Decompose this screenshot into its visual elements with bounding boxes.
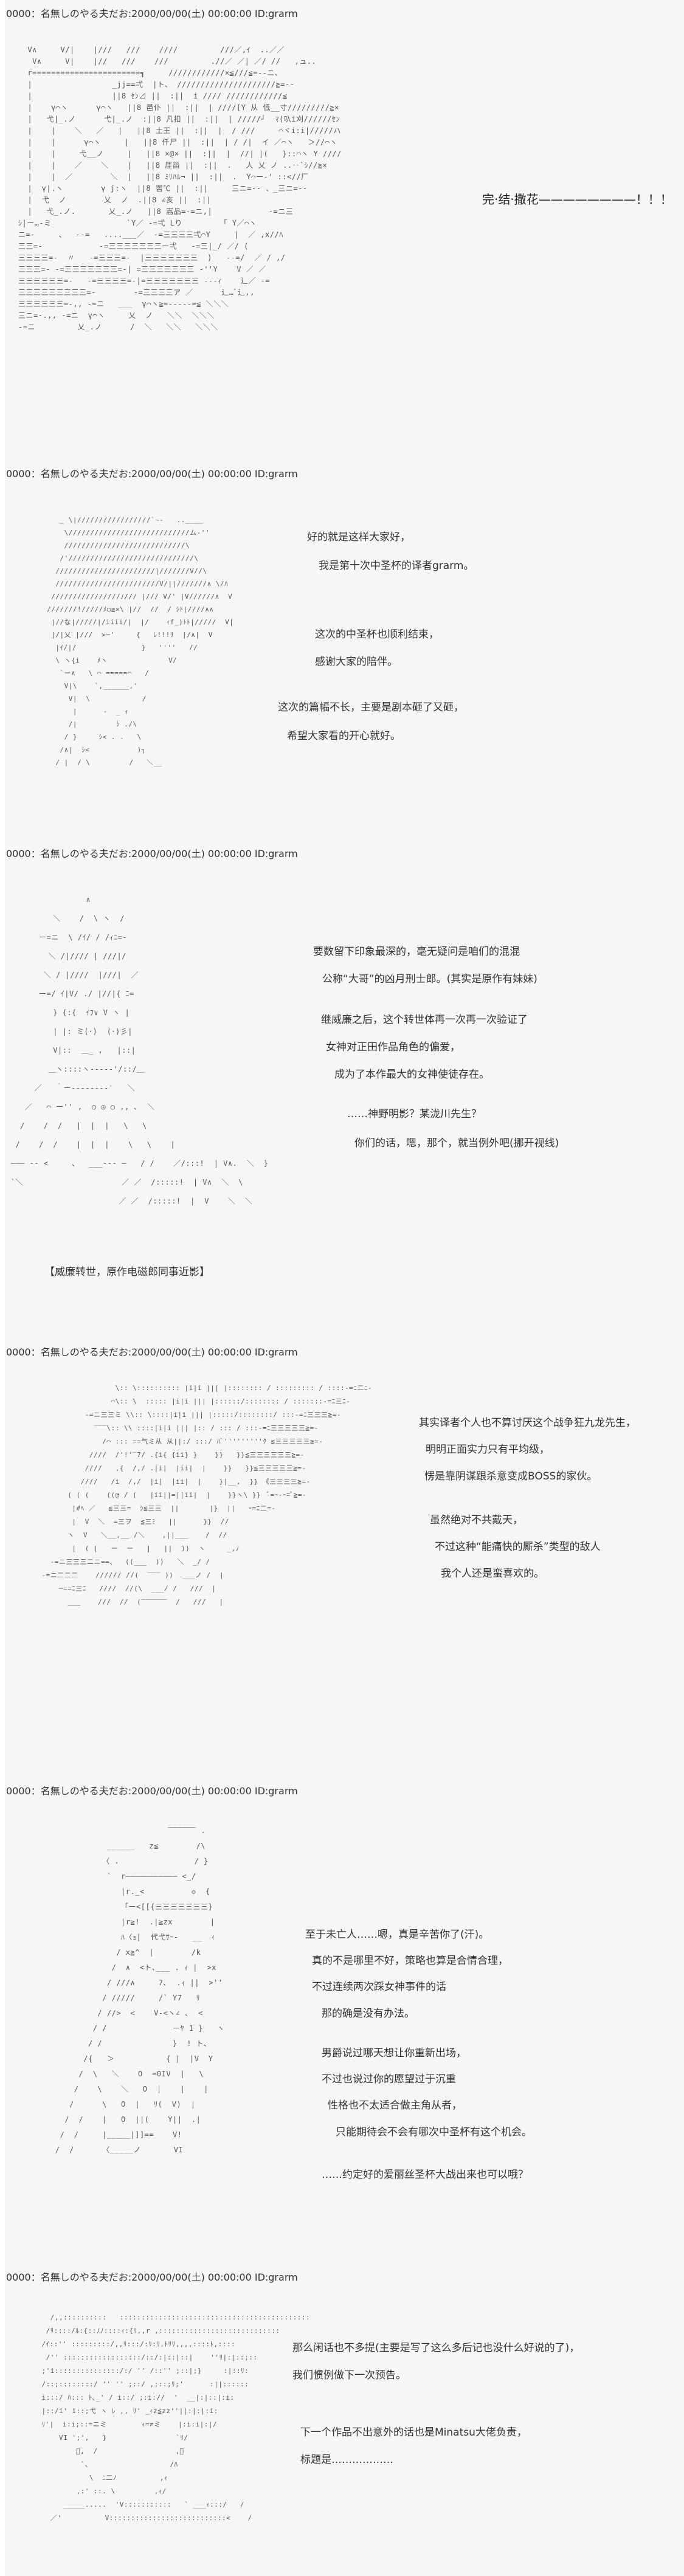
page-left-margin bbox=[0, 0, 5, 2576]
dialogue-line: 虽然绝对不共戴天， bbox=[430, 1514, 523, 1526]
dialogue-line: 真的不是哪里不好，策略也算是合情合理， bbox=[312, 1955, 508, 1967]
ascii-art: _ \|/////////////////`~- ..____ \///////… bbox=[47, 516, 234, 766]
ascii-art: \:: \:::::::::: |i|i ||| |:::::::: / :::… bbox=[41, 1384, 372, 1606]
dialogue-line: 不过连续两次踩女神事件的话 bbox=[312, 1981, 446, 1993]
dialogue-line: 其实译者个人也不算讨厌这个战争狂九龙先生， bbox=[419, 1417, 636, 1429]
dialogue-line: 下一个作品不出意外的话也是Minatsu大佬负责， bbox=[300, 2426, 527, 2439]
dialogue-line: 成为了本作最大的女神使徒存在。 bbox=[334, 1069, 489, 1081]
dialogue-line: 这次的中圣杯也顺利结束， bbox=[315, 629, 439, 641]
dialogue-line: 至于未亡人……嗯，真是辛苦你了(汗)。 bbox=[305, 1929, 489, 1941]
dialogue-line: 要数留下印象最深的，毫无疑问是咱们的混混 bbox=[313, 946, 520, 958]
dialogue-line: 公称“大哥”的凶月刑士郎。(其实是原作有妹妹) bbox=[322, 973, 537, 985]
post-2: 0000：名無しのやる夫だお:2000/00/00(土) 00:00:00 ID… bbox=[0, 462, 684, 839]
dialogue-line: 只能期待会不会有哪次中圣杯有这个机会。 bbox=[336, 2126, 532, 2138]
post-header: 0000：名無しのやる夫だお:2000/00/00(土) 00:00:00 ID… bbox=[6, 468, 298, 480]
dialogue-line: 继威廉之后，这个转世体再一次再一次验证了 bbox=[321, 1014, 528, 1026]
post-4: 0000：名無しのやる夫だお:2000/00/00(土) 00:00:00 ID… bbox=[0, 1340, 684, 1766]
ascii-art: ∧ ＼ / \ ヽ / ー=ニ \ /ｲ/ / /ｨﾆ=- ＼ /|//// |… bbox=[10, 895, 269, 1205]
ascii-art: /,,:::::::::: ::::::::::::::::::::::::::… bbox=[41, 2313, 311, 2522]
dialogue-line: 那么闲话也不多提(主要是写了这么多后记也没什么好说的了)， bbox=[292, 2342, 580, 2354]
dialogue-line: 那的确是没有办法。 bbox=[322, 2008, 415, 2020]
dialogue-line: ……约定好的爱丽丝圣杯大战出来也可以哦？ bbox=[322, 2169, 528, 2181]
dialogue-line: 我个人还是蛮喜欢的。 bbox=[441, 1568, 544, 1580]
dialogue-line: 女神对正田作品角色的偏爱， bbox=[326, 1041, 460, 1053]
dialogue-line: 男爵说过哪天想让你重新出场， bbox=[322, 2047, 466, 2059]
dialogue-line: 不过这种“能痛快的厮杀”类型的敌人 bbox=[435, 1541, 601, 1553]
post-1: 0000：名無しのやる夫だお:2000/00/00(土) 00:00:00 ID… bbox=[0, 8, 684, 458]
post-3: 0000：名無しのやる夫だお:2000/00/00(土) 00:00:00 ID… bbox=[0, 842, 684, 1328]
post-header: 0000：名無しのやる夫だお:2000/00/00(土) 00:00:00 ID… bbox=[6, 1785, 298, 1797]
dialogue-line: 你们的话，嗯，那个，就当例外吧(挪开视线) bbox=[354, 1137, 559, 1149]
dialogue-line: 我是第十次中圣杯的译者grarm。 bbox=[319, 560, 474, 572]
post-5: 0000：名無しのやる夫だお:2000/00/00(土) 00:00:00 ID… bbox=[0, 1785, 684, 2259]
post-header: 0000：名無しのやる夫だお:2000/00/00(土) 00:00:00 ID… bbox=[6, 848, 298, 859]
ascii-art: V∧ V/| |/// /// //// ///／,ｲ ..／／ V∧ V| |… bbox=[18, 46, 342, 331]
dialogue-line: ……神野明影？某泷川先生？ bbox=[347, 1108, 482, 1120]
dialogue-line: 希望大家看的开心就好。 bbox=[287, 730, 401, 742]
dialogue-line: 我们惯例做下一次预告。 bbox=[292, 2369, 406, 2381]
dialogue-line: 不过也说过你的愿望过于沉重 bbox=[322, 2073, 456, 2085]
ascii-art: ‾‾‾‾‾‾ . ______ z≦ /\ 〈 . / } ` r───────… bbox=[55, 1827, 225, 2154]
dialogue-line: 好的就是这样大家好， bbox=[307, 531, 410, 543]
dialogue-line: 这次的篇幅不长，主要是剧本砸了又砸， bbox=[278, 701, 464, 714]
dialogue-line: 愣是靠阴谋跟杀意变成BOSS的家伙。 bbox=[424, 1470, 598, 1483]
post-header: 0000：名無しのやる夫だお:2000/00/00(土) 00:00:00 ID… bbox=[6, 2271, 298, 2283]
dialogue-line: 性格也不太适合做主角从者， bbox=[328, 2099, 462, 2112]
dialogue-line: 感谢大家的陪伴。 bbox=[315, 656, 398, 668]
dialogue-line: 标题是……………… bbox=[300, 2454, 393, 2466]
dialogue-line: 明明正面实力只有平均级， bbox=[426, 1444, 550, 1456]
dialogue-line: 完·结·撒花————————！！！ bbox=[482, 192, 672, 207]
post-6: 0000：名無しのやる夫だお:2000/00/00(土) 00:00:00 ID… bbox=[0, 2265, 684, 2576]
post-header: 0000：名無しのやる夫だお:2000/00/00(土) 00:00:00 ID… bbox=[6, 1346, 298, 1358]
post-header: 0000：名無しのやる夫だお:2000/00/00(土) 00:00:00 ID… bbox=[6, 8, 298, 19]
image-caption: 【威廉转世，原作电磁郎同事近影】 bbox=[44, 1266, 210, 1278]
